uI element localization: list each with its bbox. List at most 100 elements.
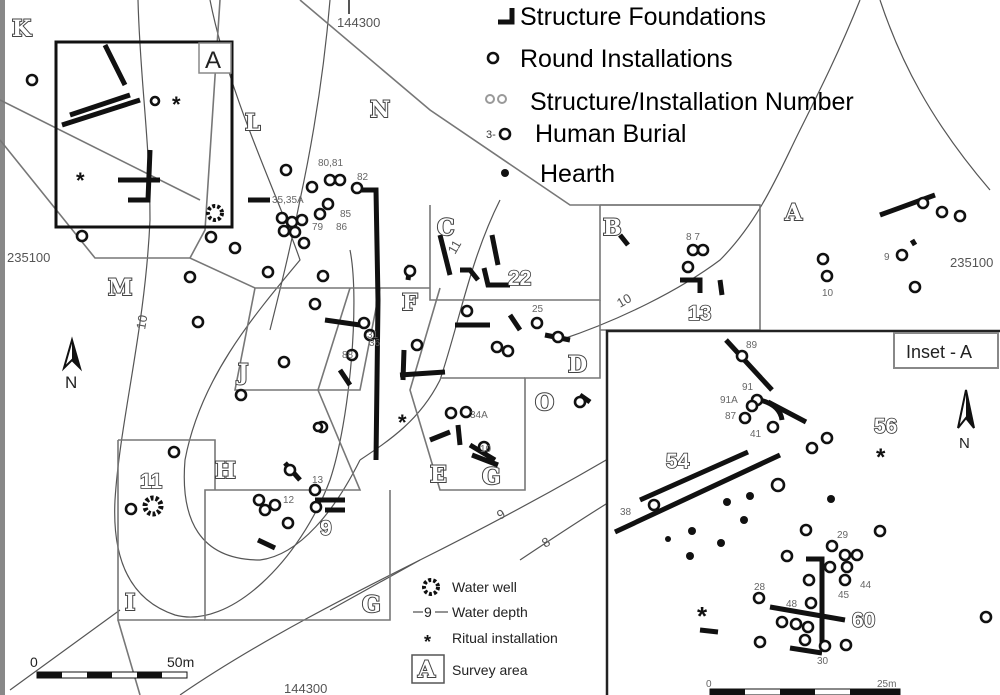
scale-bar: 0 50m — [30, 654, 194, 679]
water-well-icons — [142, 204, 224, 517]
map-label: 29 — [837, 530, 849, 541]
map-label: 48 — [786, 599, 798, 610]
human-burial-icon: 3- — [486, 129, 496, 141]
inset-area-label: A — [205, 47, 221, 74]
map-label: N — [959, 435, 970, 452]
map-label: 9 — [884, 252, 890, 263]
contour-label: 10 — [614, 290, 634, 310]
ritual-installation-icon: * — [424, 632, 431, 652]
map-label: 85 — [340, 209, 352, 220]
area-label-m: M — [108, 275, 132, 301]
area-label-c: C — [437, 215, 455, 241]
map-label: 25 — [532, 304, 544, 315]
contour-label: 8 — [539, 534, 553, 551]
inset-scale-bar: 0 25m — [706, 679, 901, 695]
map-label: Structure/Installation Number — [530, 88, 854, 116]
coord-top: 144300 — [337, 15, 380, 30]
coord-bottom: 144300 — [284, 681, 327, 695]
north-arrow: N — [61, 336, 83, 392]
map-label: 41 — [750, 429, 762, 440]
inset-area-label-box — [198, 42, 232, 74]
map-label: 0 — [706, 679, 712, 690]
round-installations — [25, 73, 967, 530]
map-label: Survey area — [452, 662, 528, 678]
left-edge — [0, 0, 5, 695]
map-label: N — [65, 373, 77, 392]
coord-left: 235100 — [7, 250, 50, 265]
map-label: 36 — [369, 338, 381, 349]
map-label: 10 — [480, 444, 492, 455]
contour-label: 10 — [133, 314, 150, 331]
area-label-b: B — [603, 215, 622, 241]
map-label: 13 — [312, 475, 324, 486]
map-label: Hearth — [540, 160, 615, 188]
map-label: 25m — [877, 679, 896, 690]
grid-coordinates: 144300 235100 235100 144300 — [7, 0, 993, 695]
map-label: 9 — [424, 604, 432, 620]
area-label-j: J — [236, 360, 248, 386]
inset-area-box — [54, 40, 234, 229]
structure-number-60: 60 — [852, 609, 875, 632]
structure-number-22: 22 — [508, 267, 531, 290]
map-label: 88 — [342, 350, 354, 361]
map-label: 89 — [746, 340, 758, 351]
map-label: Human Burial — [535, 120, 686, 148]
contour-label: 11 — [445, 237, 465, 256]
map-label: 31 — [367, 330, 379, 341]
structure-foundation-icon — [498, 8, 515, 25]
legend-bottom: Water well 9 Water depth * Ritual instal… — [411, 578, 558, 684]
area-label-g: G — [362, 592, 381, 618]
contour-label: 9 — [494, 506, 508, 523]
area-label-f: F — [402, 290, 418, 316]
map-label: 8 7 — [686, 232, 700, 243]
svg-text:*: * — [76, 168, 85, 193]
map-label: 87 — [725, 411, 737, 422]
water-depth-contours — [9, 0, 991, 695]
map-label: 28 — [754, 582, 766, 593]
water-well-icon — [422, 578, 440, 596]
map-label: 34A — [470, 410, 488, 421]
installation-numbers: 80,81 82 35,35A 85 86 79 8 7 9 10 25 31 … — [272, 158, 890, 506]
map-label: 82 — [357, 172, 369, 183]
map-label: Ritual installation — [452, 630, 558, 646]
map-label: Water depth — [452, 604, 528, 620]
map-label: 50m — [167, 654, 194, 670]
svg-text:*: * — [697, 601, 708, 631]
structure-numbers: 22 13 9 11 — [139, 266, 712, 541]
svg-text:*: * — [876, 444, 886, 471]
structure-number-13: 13 — [688, 302, 711, 325]
area-labels: K L N M C B A F J D O H E G I G — [11, 15, 804, 619]
map-label: 38 — [620, 507, 632, 518]
map-label: Round Installations — [520, 45, 733, 73]
map-label: 35,35A — [272, 195, 304, 206]
number-icon — [485, 94, 495, 104]
structure-foundations — [61, 43, 936, 551]
map-label: 0 — [30, 654, 38, 670]
map-label: 12 — [283, 495, 295, 506]
structure-number-54: 54 — [666, 450, 690, 473]
map-label: 91 — [742, 382, 754, 393]
area-label-i: I — [125, 590, 135, 616]
area-label-e: E — [430, 462, 447, 488]
map-label: Water well — [452, 579, 517, 595]
area-label-h: H — [215, 458, 236, 484]
inset-title: Inset - A — [906, 342, 972, 362]
svg-text:*: * — [398, 410, 407, 435]
area-label-g-small: G — [482, 464, 501, 490]
structure-number-11: 11 — [140, 470, 163, 493]
inset-north-arrow: N — [957, 389, 975, 452]
inset-a: Inset - A * * 89 91 91A 87 — [605, 329, 1000, 695]
map-label: 10 — [822, 288, 834, 299]
map-label: Structure Foundations — [520, 3, 766, 31]
area-label-o: O — [535, 390, 554, 416]
map-label: 30 — [817, 656, 829, 667]
svg-text:*: * — [172, 92, 181, 117]
survey-area-icon — [411, 654, 445, 684]
structure-number-56: 56 — [874, 415, 897, 438]
legend-top: Structure Foundations Round Installation… — [485, 3, 854, 188]
area-label-l: L — [245, 110, 260, 136]
area-label-k: K — [12, 16, 32, 42]
ritual-installations: * * * — [76, 92, 407, 435]
map-label: A — [417, 657, 436, 683]
